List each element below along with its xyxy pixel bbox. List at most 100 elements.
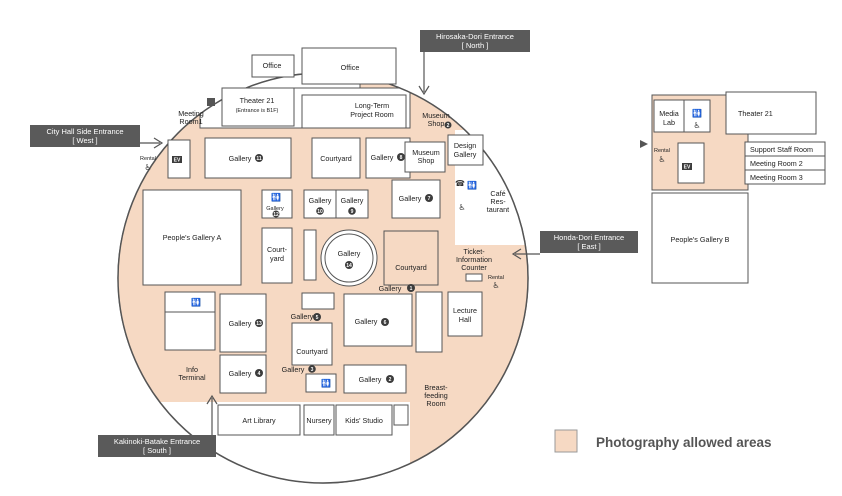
courtyard-west: [261, 227, 293, 284]
museum-shop-room: [404, 141, 446, 173]
courtyard-north: [311, 137, 361, 179]
support-staff-label: Support Staff Room: [750, 145, 813, 154]
gallery2-label: Gallery: [359, 375, 382, 384]
museum-shop2-label-1: Museum: [422, 111, 450, 120]
badge-8: 8: [400, 155, 403, 161]
info-terminal-label-2: Terminal: [178, 373, 206, 382]
cafe-label-3: taurant: [487, 205, 509, 214]
entrance-east-box: [540, 231, 638, 253]
arrow-down-icon: [418, 85, 430, 96]
gallery6-label: Gallery: [355, 317, 378, 326]
restroom-icon: 🚻: [271, 192, 281, 202]
meeting3-room: [744, 169, 826, 185]
media-lab-label-1: Media: [659, 109, 679, 118]
arrow-right-icon: [640, 140, 648, 148]
gallery5-label: Gallery: [291, 312, 314, 321]
lecture-hall-room: [447, 291, 483, 337]
theater21-label: Theater 21: [240, 96, 275, 105]
gallery-number-badge: [407, 284, 415, 292]
gallery12-label: Gallery: [266, 206, 284, 212]
badge-7: 7: [428, 196, 431, 202]
courtyard-north-label: Courtyard: [320, 154, 352, 163]
gallery6-room: [343, 293, 413, 347]
entrance-east: Honda-Dori Entrance [ East ]: [511, 231, 638, 260]
courtyard-east-label: Courtyard: [395, 263, 427, 272]
museum-shop-label-1: Museum: [412, 148, 440, 157]
peoples-gallery-a-room: [142, 189, 242, 286]
gallery-number-badge: [316, 207, 324, 215]
gallery14-label: Gallery: [338, 249, 361, 258]
courtyard-west-label-2: yard: [270, 254, 284, 263]
restroom-icon: 🚻: [692, 108, 702, 118]
gallery-number-badge: [313, 313, 321, 321]
museum-shop-label-2: Shop: [418, 156, 435, 165]
entrance-east-dir: [ East ]: [577, 242, 600, 251]
gallery8-label: Gallery: [371, 153, 394, 162]
media-lab-label-2: Lab: [663, 118, 675, 127]
ticket-label-2: Information: [456, 255, 492, 264]
legend-label: Photography allowed areas: [596, 435, 772, 450]
entrance-north-dir: [ North ]: [462, 41, 489, 50]
lecture-hall-label-2: Hall: [459, 315, 472, 324]
meeting2-label: Meeting Room 2: [750, 159, 803, 168]
badge-9: 9: [351, 209, 354, 215]
ticket-label-1: Ticket-: [463, 247, 485, 256]
gallery-number-badge: [425, 194, 433, 202]
badge-2: 2: [389, 377, 392, 383]
main-building: Office Office Theater 21 (Entrance is B1…: [117, 47, 529, 484]
gallery4-label: Gallery: [229, 369, 252, 378]
elevator-badge: [682, 163, 692, 170]
legend: Photography allowed areas: [554, 429, 772, 453]
badge-12: 12: [273, 212, 279, 218]
inset-theater21-room: [725, 91, 817, 135]
entrance-south-dir: [ South ]: [143, 446, 171, 455]
elevator-shaft: [415, 291, 443, 353]
inset-map: Media Lab 🚻 ♿ Theater 21 Support Staff R…: [640, 91, 826, 284]
info-terminal-label-1: Info: [186, 365, 198, 374]
entrance-north-box: [420, 30, 530, 52]
gallery-number-badge: [397, 153, 405, 161]
gallery-number-badge: [386, 375, 394, 383]
gallery9-label: Gallery: [341, 196, 364, 205]
inset-theater21-label: Theater 21: [738, 109, 773, 118]
peoples-gallery-b-room: [651, 192, 749, 284]
restroom-icon: 🚻: [467, 180, 477, 190]
meeting-room1-label-1: Meeting: [178, 109, 204, 118]
gallery-number-badge: [381, 318, 389, 326]
arrow-right-icon: [153, 137, 164, 149]
office-label: Office: [341, 63, 360, 72]
breastfeeding-label-3: Room: [426, 399, 445, 408]
long-term-label-2: Project Room: [350, 110, 394, 119]
meeting3-label: Meeting Room 3: [750, 173, 803, 182]
entrance-south-name: Kakinoki-Batake Entrance: [114, 437, 200, 446]
badge-10: 10: [317, 209, 323, 215]
legend-swatch: [554, 429, 578, 453]
peoples-gallery-b-label: People's Gallery B: [671, 235, 730, 244]
art-library-label: Art Library: [242, 416, 276, 425]
gallery11-room: [204, 137, 292, 179]
entrance-north: Hirosaka-Dori Entrance [ North ]: [418, 30, 530, 96]
arrow-left-icon: [511, 248, 522, 260]
theater21-sublabel: (Entrance is B1F): [236, 108, 279, 114]
elevator-icon: [207, 98, 215, 106]
badge-14: 14: [346, 263, 352, 269]
wheelchair-icon: ♿: [458, 203, 465, 212]
design-gallery-room: [447, 134, 484, 166]
meeting-room1-label-2: Room1: [179, 117, 202, 126]
gallery-number-badge: [255, 319, 263, 327]
badge-5: 5: [316, 315, 319, 321]
restroom-south: [305, 373, 337, 393]
restroom-cell: [393, 404, 409, 426]
long-term-label-1: Long-Term: [355, 101, 389, 110]
courtyard-south: [291, 322, 333, 366]
inset-restroom: [683, 99, 711, 133]
gallery7-label: Gallery: [399, 194, 422, 203]
badge-2-top: 2: [447, 123, 450, 129]
ticket-label-3: Counter: [461, 263, 487, 272]
cafe-label-1: Café: [490, 189, 505, 198]
peoples-gallery-a-label: People's Gallery A: [163, 233, 222, 242]
office-small-room: [251, 54, 295, 78]
wheelchair-icon: ♿: [693, 121, 700, 130]
arrow-up-icon: [206, 394, 218, 405]
entrance-north-name: Hirosaka-Dori Entrance: [436, 32, 514, 41]
